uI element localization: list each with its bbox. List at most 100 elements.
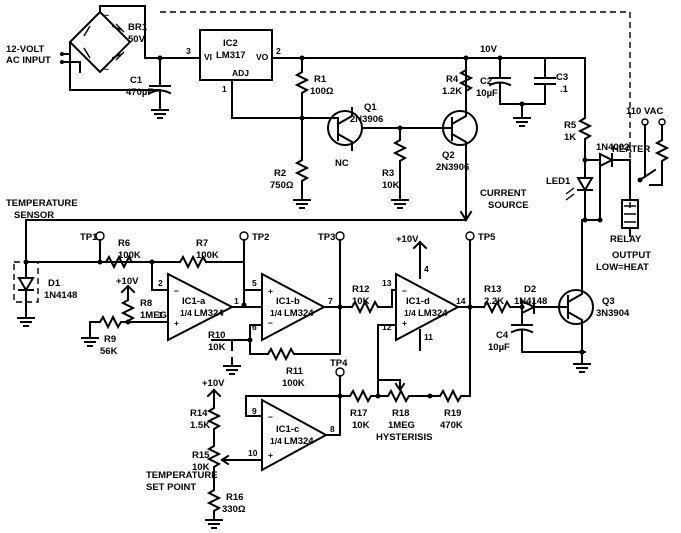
c1-value: 470µF [126, 87, 153, 98]
svg-text:SENSOR: SENSOR [14, 210, 54, 221]
ic2-part: LM317 [216, 50, 246, 61]
br1-value: 50V [128, 34, 146, 45]
regulator-ic2: IC2 LM317 VI VO ADJ 3 2 1 [186, 29, 281, 94]
svg-text:RELAY: RELAY [610, 234, 642, 245]
svg-text:2: 2 [276, 46, 281, 56]
svg-text:OUTPUT: OUTPUT [612, 250, 651, 261]
capacitor-c1: C1 470µF [126, 57, 172, 119]
svg-text:R9: R9 [104, 334, 116, 345]
svg-text:C2: C2 [480, 76, 492, 87]
svg-text:HEATER: HEATER [612, 144, 650, 155]
svg-text:3: 3 [158, 310, 163, 320]
svg-text:100K: 100K [282, 378, 305, 389]
svg-text:10µF: 10µF [488, 342, 510, 353]
svg-text:1/4: 1/4 [270, 308, 282, 318]
svg-text:LOW=HEAT: LOW=HEAT [596, 262, 649, 273]
diode-1n4002: 1N4002 [584, 142, 631, 176]
relay: RELAY [610, 199, 642, 245]
svg-text:2.2K: 2.2K [484, 296, 504, 307]
svg-text:R4: R4 [446, 74, 459, 85]
svg-text:D2: D2 [524, 284, 536, 295]
resistor-r6: R6 100K [104, 238, 141, 270]
svg-text:10: 10 [248, 448, 258, 458]
svg-text:LED1: LED1 [546, 176, 571, 187]
rail-10v-label: 10V [480, 44, 498, 55]
svg-text:3: 3 [186, 46, 191, 56]
svg-text:3N3904: 3N3904 [596, 308, 630, 319]
svg-text:LM324: LM324 [194, 308, 224, 319]
svg-text:D1: D1 [48, 278, 61, 289]
svg-text:5: 5 [252, 278, 257, 288]
svg-text:−: − [402, 286, 407, 296]
resistor-r19: R19 470K [429, 388, 471, 431]
heater: HEATER [612, 124, 670, 176]
svg-text:R19: R19 [444, 408, 461, 419]
svg-text:R15: R15 [192, 450, 210, 461]
svg-text:1MEG: 1MEG [140, 310, 167, 321]
svg-text:R2: R2 [274, 168, 286, 179]
svg-text:IC1-b: IC1-b [276, 296, 300, 307]
svg-text:750Ω: 750Ω [270, 180, 294, 191]
capacitor-c2: C2 10µF [476, 57, 546, 105]
svg-text:R13: R13 [484, 284, 501, 295]
svg-text:TP1: TP1 [80, 232, 98, 243]
svg-text:R18: R18 [392, 408, 409, 419]
svg-text:1/4: 1/4 [404, 308, 416, 318]
resistor-r12: R12 10K [350, 284, 397, 315]
opamp-ic1b: + − IC1-b 1/4 LM324 5 6 7 [252, 272, 333, 342]
svg-text:IC1-a: IC1-a [182, 296, 206, 307]
svg-text:R5: R5 [564, 120, 577, 131]
svg-text:2N3906: 2N3906 [436, 162, 469, 173]
svg-text:100K: 100K [118, 250, 141, 261]
svg-text:NC: NC [335, 158, 349, 169]
svg-text:1: 1 [222, 84, 227, 94]
capacitor-c4: C4 10µF [488, 306, 586, 353]
svg-text:Q3: Q3 [602, 296, 615, 307]
sensor-d1: D1 1N4148 [13, 261, 77, 327]
svg-text:1K: 1K [564, 132, 576, 143]
opamp-ic1a: − + IC1-a 1/4 LM324 2 3 1 [158, 272, 239, 342]
svg-text:ADJ: ADJ [232, 68, 249, 78]
svg-text:R11: R11 [286, 366, 304, 377]
svg-text:10K: 10K [352, 420, 370, 431]
svg-text:10K: 10K [208, 342, 226, 353]
svg-text:LM324: LM324 [418, 308, 448, 319]
resistor-r9: R9 56K [81, 314, 169, 357]
svg-text:R14: R14 [190, 408, 208, 419]
resistor-r13: R13 2.2K [482, 284, 523, 315]
svg-text:LM324: LM324 [284, 308, 314, 319]
svg-text:1/4: 1/4 [180, 308, 192, 318]
svg-text:56K: 56K [100, 346, 118, 357]
svg-text:+10V: +10V [202, 378, 225, 389]
resistor-r14: R14 1.5K [190, 403, 222, 441]
svg-text:110 VAC: 110 VAC [626, 106, 663, 117]
svg-text:TP3: TP3 [318, 232, 335, 243]
svg-text:1N4002: 1N4002 [596, 142, 629, 153]
svg-text:~: ~ [104, 10, 109, 20]
svg-text:330Ω: 330Ω [222, 504, 246, 515]
svg-text:9: 9 [252, 406, 257, 416]
led1: LED1 [546, 159, 594, 221]
opamp-ic1d: − + IC1-d 1/4 LM324 13 12 4 11 14 [382, 264, 466, 342]
svg-text:R1: R1 [314, 74, 327, 85]
svg-text:10K: 10K [382, 180, 400, 191]
svg-text:R10: R10 [208, 330, 225, 341]
svg-text:470K: 470K [440, 420, 463, 431]
resistor-r5: R5 1K [564, 57, 593, 161]
svg-text:11: 11 [424, 332, 433, 342]
svg-text:13: 13 [382, 278, 392, 288]
svg-text:HYSTERISIS: HYSTERISIS [376, 432, 433, 443]
svg-text:R7: R7 [196, 238, 208, 249]
svg-text:7: 7 [328, 296, 333, 306]
svg-text:SET POINT: SET POINT [146, 482, 196, 493]
svg-text:TP5: TP5 [478, 232, 496, 243]
resistor-r2: R2 750Ω [270, 117, 311, 209]
transistor-q1: Q1 2N3906 NC [301, 102, 383, 169]
c1-name: C1 [130, 75, 143, 86]
resistor-r11: R11 100K [282, 366, 305, 389]
potentiometer-r18: R18 1MEG HYSTERISIS [376, 379, 433, 443]
svg-text:C4: C4 [496, 330, 509, 341]
capacitor-c3: C3 .1 [499, 57, 586, 105]
svg-text:SOURCE: SOURCE [488, 200, 529, 211]
